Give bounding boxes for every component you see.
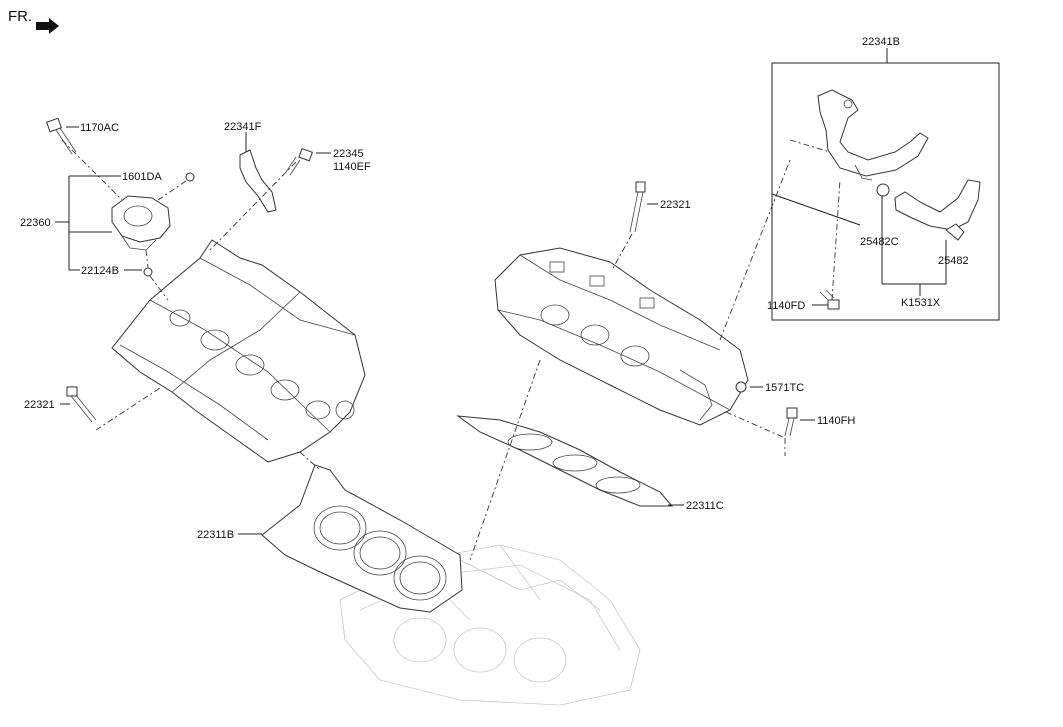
label-1601DA: 1601DA — [122, 171, 162, 183]
label-22345: 22345 — [333, 148, 364, 160]
oring-22124B — [143, 267, 153, 277]
bolt-1140FD — [819, 289, 840, 310]
label-22124B: 22124B — [81, 265, 119, 277]
label-1140EF: 1140EF — [333, 161, 371, 173]
label-22321-left: 22321 — [24, 399, 55, 411]
cap-1571TC — [735, 381, 747, 393]
bolt-22321-left — [66, 386, 97, 423]
label-22311B: 22311B — [197, 529, 234, 541]
label-25482: 25482 — [938, 255, 969, 267]
label-22341F: 22341F — [224, 121, 262, 133]
seal-1601DA — [185, 172, 195, 182]
front-orientation-label: FR. — [8, 8, 32, 25]
gasket-22311C — [456, 415, 674, 507]
bolt-1140FH — [784, 407, 798, 437]
pcv-hose — [894, 179, 981, 231]
pcv-pipe — [817, 89, 929, 181]
label-1140FD: 1140FD — [767, 300, 805, 312]
oil-control-valve — [111, 195, 171, 251]
kit-box-22341B — [771, 62, 1000, 321]
right-cylinder-head — [494, 247, 749, 426]
alignment-lines — [61, 139, 841, 561]
label-22311C: 22311C — [686, 500, 724, 512]
bracket-22341F — [239, 149, 277, 213]
label-22341B: 22341B — [862, 36, 900, 48]
gasket-22311B — [261, 464, 463, 613]
label-K1531X: K1531X — [901, 297, 941, 309]
label-22321-right: 22321 — [660, 199, 691, 211]
clamp-25482 — [945, 223, 965, 241]
label-1170AC: 1170AC — [80, 122, 119, 134]
bolt-22345 — [285, 147, 313, 176]
bolt-22321-right — [629, 181, 646, 233]
left-cylinder-head — [111, 239, 366, 463]
label-25482C: 25482C — [860, 236, 899, 248]
label-1571TC: 1571TC — [765, 382, 804, 394]
label-22360: 22360 — [20, 217, 51, 229]
label-1140FH: 1140FH — [817, 415, 855, 427]
clamp-25482C — [876, 183, 890, 197]
bolt-1170AC — [46, 117, 77, 155]
front-arrow-icon — [36, 18, 59, 34]
leader-lines — [55, 48, 947, 535]
